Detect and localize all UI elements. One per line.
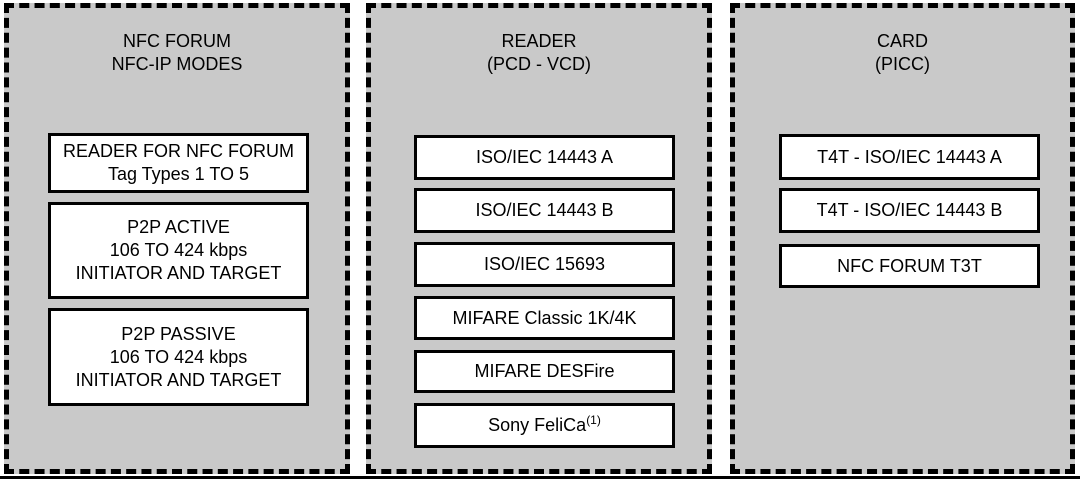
box-iso-iec-15693: ISO/IEC 15693 — [414, 242, 675, 287]
box-label-line: Tag Types 1 TO 5 — [107, 164, 250, 184]
box-label-line: ISO/IEC 15693 — [483, 254, 606, 274]
box-label-line: ISO/IEC 14443 B — [475, 200, 614, 220]
panel-title-line: NFC FORUM — [123, 31, 231, 51]
panel-title-reader: READER (PCD - VCD) — [371, 30, 707, 76]
box-label-line: MIFARE Classic 1K/4K — [452, 307, 637, 328]
box-iso-iec-14443-b: ISO/IEC 14443 B — [414, 188, 675, 233]
box-p2p-passive: P2P PASSIVE 106 TO 424 kbps INITIATOR AN… — [48, 308, 309, 406]
box-label-line: READER FOR NFC FORUM — [63, 141, 294, 161]
box-label-line: 106 TO 424 kbps — [109, 346, 248, 367]
panel-title-line: CARD — [876, 31, 928, 51]
box-label-line: INITIATOR AND TARGET — [75, 369, 282, 390]
box-label-text: Sony FeliCa — [488, 415, 587, 435]
box-mifare-classic-1k-4k: MIFARE Classic 1K/4K — [414, 296, 675, 340]
box-label-line: NFC FORUM T3T — [837, 255, 982, 276]
footnote-marker: (1) — [586, 413, 601, 427]
panel-reader-pcd-vcd: READER (PCD - VCD) ISO/IEC 14443 A ISO/I… — [366, 3, 712, 474]
box-label-line: P2P ACTIVE — [127, 217, 230, 237]
box-label-line: ISO/IEC 14443 A — [475, 147, 614, 167]
box-label-line: Sony FeliCa(1) — [488, 414, 601, 437]
panel-card-picc: CARD (PICC) T4T - ISO/IEC 14443 A T4T - … — [730, 3, 1075, 474]
panel-title-card: CARD (PICC) — [735, 30, 1070, 76]
box-mifare-desfire: MIFARE DESFire — [414, 350, 675, 393]
box-reader-for-nfc-forum-tag-types: READER FOR NFC FORUM Tag Types 1 TO 5 — [48, 133, 309, 193]
box-label-line: P2P PASSIVE — [121, 323, 236, 344]
figure-bottom-rule — [0, 476, 1080, 479]
box-iso-iec-14443-a: ISO/IEC 14443 A — [414, 135, 675, 180]
panel-nfc-forum-nfc-ip-modes: NFC FORUM NFC-IP MODES READER FOR NFC FO… — [4, 3, 350, 474]
box-label-line: MIFARE DESFire — [474, 361, 615, 381]
box-p2p-active: P2P ACTIVE 106 TO 424 kbps INITIATOR AND… — [48, 202, 309, 299]
panel-title-line: NFC-IP MODES — [111, 54, 243, 74]
box-label-line: T4T - ISO/IEC 14443 A — [817, 146, 1002, 167]
box-t4t-iso-iec-14443-a: T4T - ISO/IEC 14443 A — [779, 134, 1040, 180]
panel-title-line: (PICC) — [875, 54, 930, 74]
panel-title-line: (PCD - VCD) — [487, 54, 591, 74]
box-sony-felica: Sony FeliCa(1) — [414, 403, 675, 448]
box-nfc-forum-t3t: NFC FORUM T3T — [779, 244, 1040, 288]
box-label-line: T4T - ISO/IEC 14443 B — [816, 200, 1003, 220]
box-label-line: 106 TO 424 kbps — [109, 240, 248, 260]
panel-title-nfc-forum: NFC FORUM NFC-IP MODES — [9, 30, 345, 76]
panel-title-line: READER — [501, 31, 577, 51]
box-label-line: INITIATOR AND TARGET — [75, 263, 282, 283]
box-t4t-iso-iec-14443-b: T4T - ISO/IEC 14443 B — [779, 188, 1040, 233]
